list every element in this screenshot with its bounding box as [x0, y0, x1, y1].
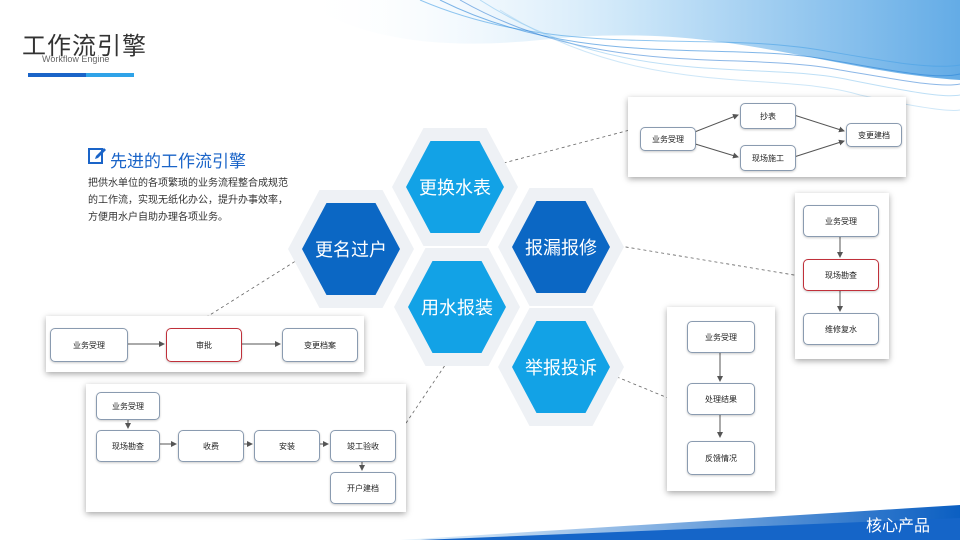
title-underline	[28, 73, 86, 77]
hex-rename-label: 更名过户	[302, 203, 400, 295]
flow-node: 变更档案	[282, 328, 358, 362]
flow-node: 业务受理	[640, 127, 696, 151]
flow-card-meter: 业务受理 抄表 现场施工 变更建档	[628, 97, 906, 177]
hex-complaint[interactable]: 举报投诉	[498, 308, 624, 426]
flow-card-install: 业务受理 现场勘查 收费 安装 竣工验收 开户建档	[86, 384, 406, 512]
hex-install-label: 用水报装	[408, 261, 506, 353]
flow-node: 现场施工	[740, 145, 796, 171]
flow-node: 业务受理	[803, 205, 879, 237]
connector-rename	[204, 251, 311, 319]
flow-node: 业务受理	[50, 328, 128, 362]
section-title: 先进的工作流引擎	[110, 152, 246, 172]
section-description: 把供水单位的各项繁琐的业务流程整合成规范的工作流，实现无纸化办公，提升办事效率，…	[88, 178, 288, 223]
flow-node: 反馈情况	[687, 441, 755, 475]
page-title: 工作流引擎	[22, 32, 147, 60]
flow-node: 业务受理	[96, 392, 160, 420]
flow-card-complaint: 业务受理 处理结果 反馈情况	[667, 307, 775, 491]
footer-label: 核心产品	[865, 516, 930, 535]
flow-node: 审批	[166, 328, 242, 362]
flow-node: 收费	[178, 430, 244, 462]
hex-install[interactable]: 用水报装	[394, 248, 520, 366]
flow-card-rename: 业务受理 审批 变更档案	[46, 316, 364, 372]
hex-meter[interactable]: 更换水表	[392, 128, 518, 246]
flow-arrows-complaint	[717, 353, 723, 438]
connector-leak	[595, 241, 801, 277]
hex-rename[interactable]: 更名过户	[288, 190, 414, 308]
flow-node: 抄表	[740, 103, 796, 129]
hex-meter-label: 更换水表	[406, 141, 504, 233]
flow-arrows-meter	[691, 114, 845, 159]
flow-node: 变更建档	[846, 123, 902, 147]
hex-leak[interactable]: 报漏报修	[498, 188, 624, 306]
flow-node: 竣工验收	[330, 430, 396, 462]
flow-arrows-leak	[837, 237, 843, 312]
connector-install	[399, 345, 459, 433]
flow-node: 安装	[254, 430, 320, 462]
flow-node: 处理结果	[687, 383, 755, 415]
flow-node: 开户建档	[330, 472, 396, 504]
flow-node: 维修复水	[803, 313, 879, 345]
flow-node: 现场勘查	[803, 259, 879, 291]
flow-arrows-rename	[128, 341, 281, 347]
page-subtitle: Workflow Engine	[42, 54, 110, 64]
flow-card-leak: 业务受理 现场勘查 维修复水	[795, 193, 889, 359]
flow-node: 现场勘查	[96, 430, 160, 462]
title-underline-accent	[86, 73, 134, 77]
flow-node: 业务受理	[687, 321, 755, 353]
edit-icon	[88, 148, 106, 164]
